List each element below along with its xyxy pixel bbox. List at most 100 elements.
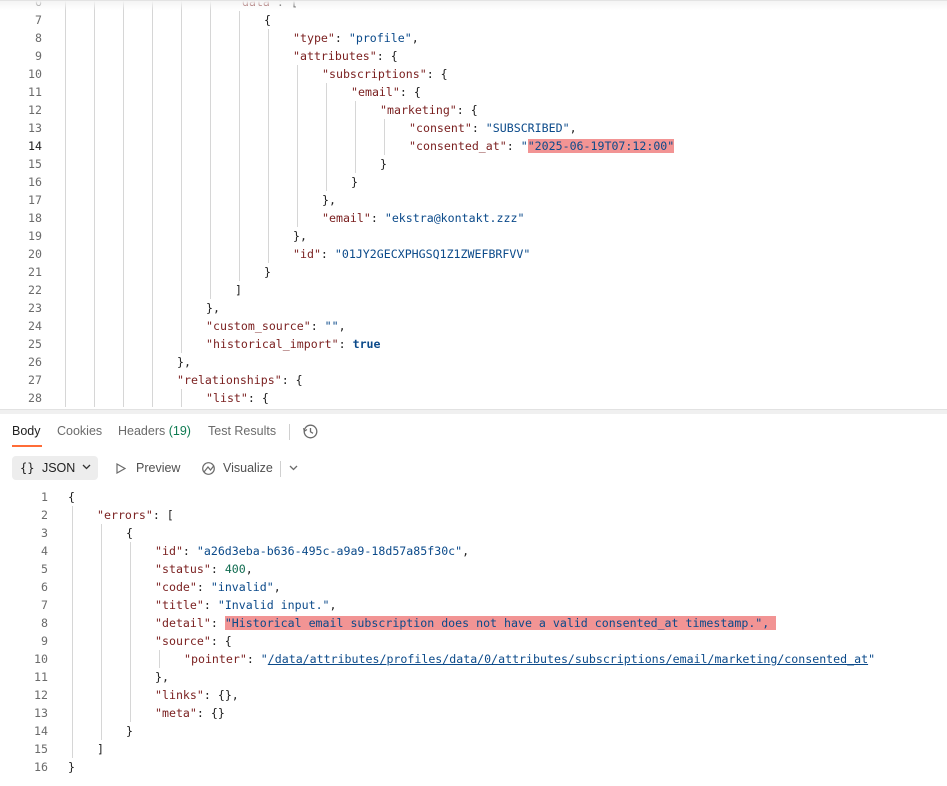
tab-headers-label: Headers [118,424,166,438]
code-token: "subscriptions" [322,67,427,81]
code-text: { [264,11,271,29]
visualize-chevron-down-icon[interactable] [289,465,298,471]
tab-headers-count: (19) [168,424,191,438]
code-text: }, [322,191,336,209]
code-token: 400 [224,562,246,576]
line-number: 14 [28,139,42,153]
code-token: : [338,337,353,351]
code-token: "links" [155,688,204,702]
code-token: "01JY2GECXPHGSQ1Z1ZWEFBRFVV" [334,247,531,261]
code-text: }, [206,299,220,317]
visualize-icon [201,461,217,476]
code-text: "consented_at": ""2025-06-19T07:12:00" [409,137,675,155]
code-token: : [370,211,385,225]
indent-guide [181,389,182,407]
code-text: "email": { [351,83,421,101]
code-token: } [68,760,75,774]
code-token: "pointer" [184,652,247,666]
code-token: "detail" [155,616,211,630]
code-line: 1{ [0,488,947,506]
code-token: }, [206,301,220,315]
line-number: 3 [41,526,48,540]
indent-guide [123,0,124,407]
code-token: }, [293,229,307,243]
preview-button[interactable]: Preview [116,456,180,480]
line-number: 21 [28,265,42,279]
tab-body[interactable]: Body [12,424,41,438]
code-text: "historical_import": true [206,335,381,353]
code-token: , [569,121,577,135]
line-number: 19 [28,229,42,243]
tab-test-results[interactable]: Test Results [208,424,277,438]
response-tabs: Body Cookies Headers (19) Test Results [0,418,947,447]
indent-guide [181,0,182,353]
line-number: 16 [28,175,42,189]
braces-icon: {} [20,461,35,475]
line-number: 9 [41,634,48,648]
code-text: "status": 400, [155,560,253,578]
code-token: "id" [155,544,183,558]
line-number: 15 [28,157,42,171]
code-text: }, [293,227,307,245]
play-icon [116,463,126,474]
code-token: : [471,121,486,135]
pointer-link[interactable]: /data/attributes/profiles/data/0/attribu… [267,652,869,666]
indent-guide [72,506,73,758]
line-number: 18 [28,211,42,225]
code-token: : [210,616,225,630]
code-text: "pointer": "/data/attributes/profiles/da… [184,650,875,668]
code-token: : { [247,391,269,405]
chevron-down-icon [82,464,91,470]
code-token: "attributes" [293,49,377,63]
code-line: 10"pointer": "/data/attributes/profiles/… [0,650,947,668]
visualize-label: Visualize [223,461,273,475]
code-line: 7{ [0,11,947,29]
tab-headers[interactable]: Headers (19) [118,424,191,438]
request-body-editor[interactable]: 6"data": [7{8"type": "profile",9"attribu… [0,0,947,410]
code-text: } [351,173,358,191]
code-line: 23}, [0,299,947,317]
code-text: "relationships": { [177,371,303,389]
code-token: "SUBSCRIBED" [485,121,570,135]
line-number: 9 [35,49,42,63]
highlighted-token: "Historical email subscription does not … [224,616,777,630]
code-token: , [411,31,419,45]
tab-cookies[interactable]: Cookies [57,424,103,438]
line-number: 27 [28,373,42,387]
preview-label: Preview [136,461,181,475]
code-text: "id": "a26d3eba-b636-495c-a9a9-18d57a85f… [155,542,469,560]
code-token: : [334,31,349,45]
code-text: "detail": "Historical email subscription… [155,614,777,632]
code-line: 7"title": "Invalid input.", [0,596,947,614]
indent-guide [326,83,327,191]
code-token: : [196,580,211,594]
code-line: 10"subscriptions": { [0,65,947,83]
code-token: ] [97,742,104,756]
response-body-editor[interactable]: 1{2"errors": [3{4"id": "a26d3eba-b636-49… [0,488,947,778]
tab-divider [289,424,290,440]
visualize-button[interactable]: Visualize [201,456,273,480]
indent-guide [65,0,66,407]
pane-resize-divider[interactable] [0,409,947,414]
code-text: }, [177,353,191,371]
line-number: 14 [34,724,48,738]
code-token: : { [281,373,303,387]
line-number: 13 [28,121,42,135]
line-number: 5 [41,562,48,576]
code-line: 11}, [0,668,947,686]
code-text: "id": "01JY2GECXPHGSQ1Z1ZWEFBRFVV" [293,245,530,263]
code-token: } [264,265,271,279]
code-line: 12"marketing": { [0,101,947,119]
code-line: 13 "consent": "SUBSCRIBED", [0,119,947,137]
format-dropdown[interactable]: {} JSON [12,456,98,480]
history-icon[interactable] [302,423,319,440]
code-text: } [68,758,75,776]
code-line: 9"source": { [0,632,947,650]
code-token: "id" [293,247,321,261]
code-line: 5 "status": 400, [0,560,947,578]
code-token: "code" [155,580,197,594]
code-token: "consent" [409,121,472,135]
code-text: "code": "invalid", [155,578,281,596]
code-line: 27 "relationships": { [0,371,947,389]
line-number: 12 [34,688,48,702]
